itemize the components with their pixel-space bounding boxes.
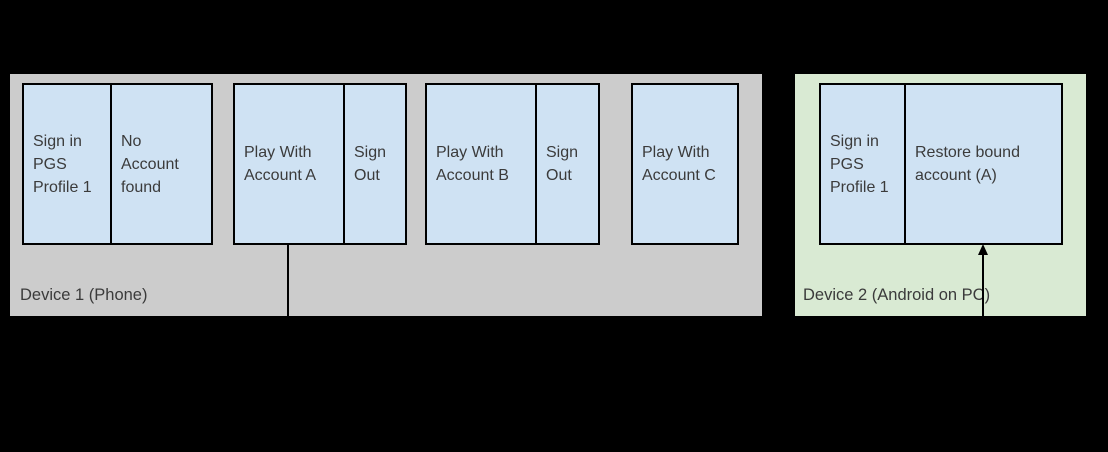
box-play-with-account-a: Play With Account A [244,144,317,184]
box-sign-in-pgs-profile-1-device2: Sign in PGS Profile 1 [830,132,889,196]
box-play-with-account-b: Play With Account B [436,144,509,184]
step-group-device2-restore: Sign in PGS Profile 1 Restore bound acco… [819,83,1063,245]
box-restore-bound-account: Restore bound account (A) [904,85,1061,243]
box-sign-in-pgs-profile-1: Sign in PGS Profile 1 [33,132,92,196]
step-group-account-a: Play With Account A Sign Out [233,83,407,245]
connector-line-to-restore-account [982,249,984,316]
connector-line-from-play-account-a [287,245,289,316]
device1-label: Device 1 (Phone) [20,286,148,304]
box-play-with-account-c: Play With Account C [642,144,716,184]
step-group-account-c: Play With Account C [631,83,739,245]
step-group-signin-noaccount: Sign in PGS Profile 1 No Account found [22,83,213,245]
box-sign-out-1: Sign Out [343,85,405,243]
arrow-up-icon [978,244,988,255]
box-sign-out-2: Sign Out [535,85,598,243]
device2-label: Device 2 (Android on PC) [803,286,991,304]
box-no-account-found: No Account found [110,85,211,243]
step-group-account-b: Play With Account B Sign Out [425,83,600,245]
